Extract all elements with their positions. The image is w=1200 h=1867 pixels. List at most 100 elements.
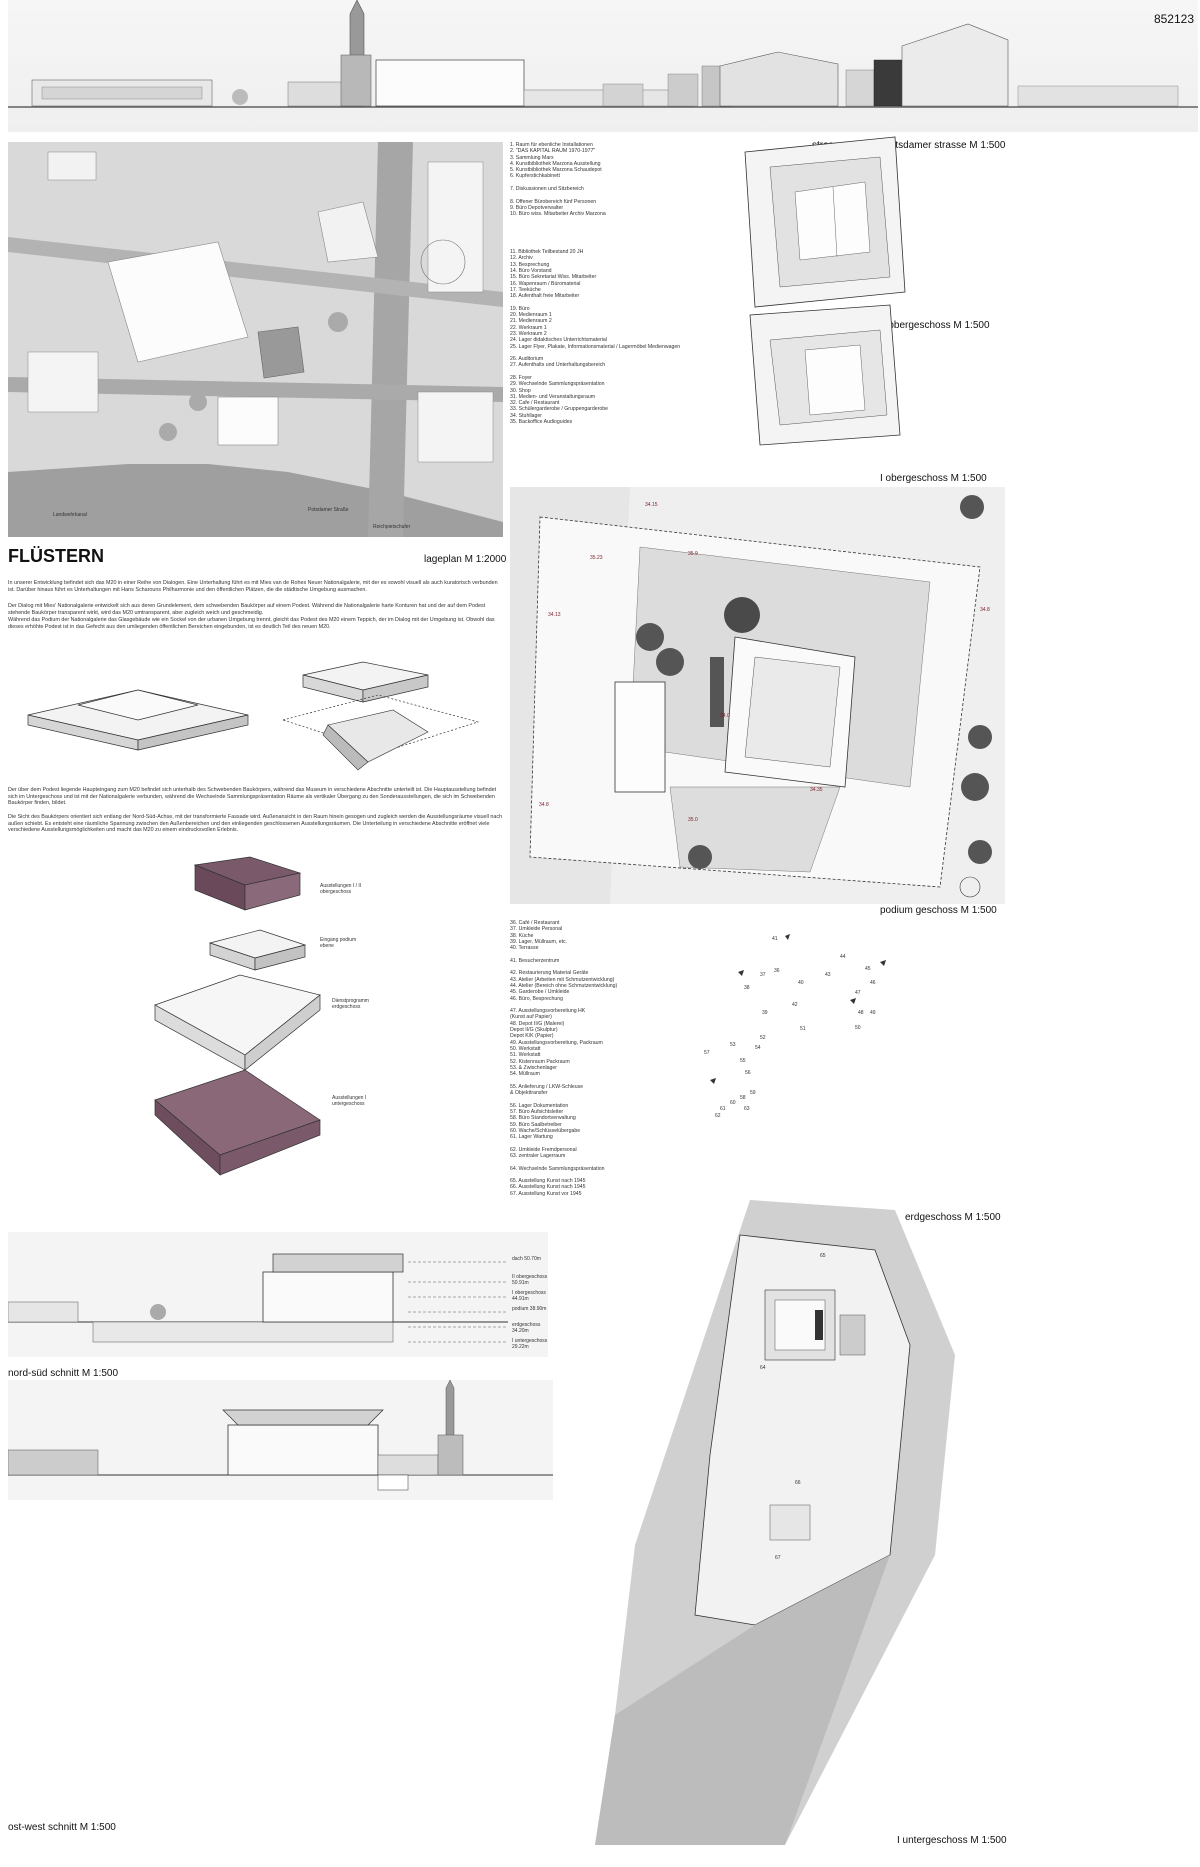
- legend-entry: 55. Anlieferung / LKW-Schleuse: [510, 1083, 584, 1090]
- legend-entry: 18. Aufenthalt freie Mitarbeiter: [510, 293, 580, 300]
- legend-entry: 11. Bibliothek Teilbestand 20 JH: [510, 249, 584, 256]
- elevation-drawing: [8, 0, 1198, 108]
- legend-entry: 67. Ausstellung Kunst vor 1945: [510, 1190, 582, 1197]
- site-plan-drawing: [8, 142, 503, 537]
- legend-entry: 25. Lager Flyer, Plakate, Informationsma…: [510, 343, 681, 350]
- caption-podium: podium geschoss M 1:500: [880, 905, 997, 916]
- legend-entry: 59. Büro Saalbetreiber: [510, 1121, 562, 1128]
- caption-ug: I untergeschoss M 1:500: [897, 1835, 1007, 1846]
- legend-entry: 28. Foyer: [510, 374, 532, 381]
- ug-number: 64: [760, 1365, 766, 1371]
- podium-height-1: 34.15: [645, 502, 658, 508]
- eg-number: 50: [855, 1025, 861, 1031]
- legend-entry: 48. Depot II/G (Malerei): [510, 1020, 565, 1027]
- legend-entry: 5. Kunstbibliothek Marzona Schaudepot: [510, 167, 602, 174]
- intro-paragraph-2: Der Dialog mit Mies' Nationalgalerie ent…: [8, 603, 486, 616]
- eg-number: 39: [762, 1010, 768, 1016]
- site-plan: Potsdamer Straße Landwehrkanal Reichpiet…: [8, 142, 503, 537]
- legend-entry: 41. Besucherzentrum: [510, 957, 560, 964]
- legend-entry: 22. Werkraum 1: [510, 324, 547, 331]
- legend-entry: 52. Kistenraum Packraum: [510, 1058, 570, 1065]
- exploded-drawing: [154, 856, 321, 1176]
- eg-number: 43: [825, 972, 831, 978]
- eg-number: 45: [865, 966, 871, 972]
- ug-drawing: [595, 1200, 955, 1845]
- legend-entry: 62. Umkleide Fremdpersonal: [510, 1146, 577, 1153]
- legend-entry: 7. Diskussionen und Sitzbereich: [510, 186, 584, 193]
- street-elevation: 852123: [8, 0, 1198, 132]
- eg-number: 55: [740, 1058, 746, 1064]
- legend-entry: 44. Atelier (Bereich ohne Schmutzentwick…: [510, 982, 618, 989]
- eg-number: 56: [745, 1070, 751, 1076]
- eg-number: 58: [740, 1095, 746, 1101]
- og2-drawing: [744, 136, 906, 308]
- ug-number: 67: [775, 1555, 781, 1561]
- legend-entry: 12. Archiv: [510, 255, 533, 262]
- legend-entry: 49. Ausstellungsvorbereitung, Packraum: [510, 1039, 603, 1046]
- legend-entry: 26. Auditorium: [510, 356, 544, 363]
- exploded-label-eg: Dienstprogramm erdgeschoss: [332, 998, 369, 1010]
- eg-number: 61: [720, 1106, 726, 1112]
- legend-entry: 56. Lager Dokumentation: [510, 1102, 569, 1109]
- podium-height-8: 35.0: [688, 817, 698, 823]
- legend-entry: 13. Besprechung: [510, 261, 550, 268]
- podium-drawing: [510, 487, 1005, 904]
- legend-entry: 2. "DAS KAPITAL RAUM 1970-1977": [510, 148, 596, 155]
- eg-number: 51: [800, 1026, 806, 1032]
- legend-entry: 43. Atelier (Arbeiten mit Schmutzentwick…: [510, 976, 615, 983]
- caption-ow: ost-west schnitt M 1:500: [8, 1822, 116, 1833]
- exploded-axonometric: Ausstellungen I / II obergeschoss Eingan…: [150, 855, 510, 1195]
- legend-entry: 19. Büro: [510, 305, 530, 312]
- legend-entry: 9. Büro Depotverwalter: [510, 204, 564, 211]
- legend-entry: 23. Werkraum 2: [510, 330, 547, 337]
- podium-height-5: 34.0: [720, 713, 730, 719]
- legend-entry: 54. Müllraum: [510, 1071, 540, 1078]
- podium-height-4: 34.13: [548, 612, 561, 618]
- legend-entry: 16. Wapenraum / Büromaterial: [510, 280, 581, 287]
- legend-entry: 36. Café / Restaurant: [510, 920, 560, 926]
- level-og2: II obergeschoss 50.91m: [512, 1274, 548, 1286]
- legend-entry: 14. Büro Vorstand: [510, 267, 552, 274]
- legend-entry: Depot K/K (Papier): [510, 1033, 554, 1040]
- plan-og2: [725, 132, 925, 312]
- caption-og2: II obergeschoss M 1:500: [880, 320, 990, 331]
- legend-entry: 20. Medienraum 1: [510, 312, 552, 319]
- level-eg: erdgeschoss 34.20m: [512, 1322, 541, 1334]
- eg-number: 62: [715, 1113, 721, 1119]
- competition-id: 852123: [1153, 12, 1194, 26]
- eg-number: 47: [855, 990, 861, 996]
- eg-number: 63: [744, 1106, 750, 1112]
- section-north-south: dach 50.70m II obergeschoss 50.91m I obe…: [8, 1232, 548, 1357]
- legend-entry: 31. Medien- und Veranstaltungsraum: [510, 393, 596, 400]
- body-paragraph-1: Der über dem Podest liegende Haupteingan…: [8, 787, 497, 807]
- legend-entry: 32. Cafe / Restaurant: [510, 400, 560, 407]
- body-paragraph-2: Die Sicht des Baukörpers orientiert sich…: [8, 814, 503, 834]
- eg-number: 59: [750, 1090, 756, 1096]
- podium-height-9: 34.35: [810, 787, 823, 793]
- eg-number: 60: [730, 1100, 736, 1106]
- level-og1: I obergeschoss 44.91m: [512, 1290, 546, 1302]
- eg-number: 53: [730, 1042, 736, 1048]
- legend-entry: 39. Lager, Müllraum, etc.: [510, 938, 568, 945]
- eg-number: 48: [858, 1010, 864, 1016]
- ow-drawing: [8, 1380, 553, 1491]
- eg-number: 38: [744, 985, 750, 991]
- eg-number: 36: [774, 968, 780, 974]
- legend-entry: 45. Garderobe / Umkleide: [510, 989, 570, 996]
- eg-number: 52: [760, 1035, 766, 1041]
- eg-number-arrows: [710, 934, 886, 1084]
- legend-entry: 33. Schülergarderobe / Gruppengarderobe: [510, 406, 609, 413]
- legend-entry: 24. Lager didaktisches Unterrichtsmateri…: [510, 337, 607, 344]
- legend-entry: (Kunst auf Papier): [510, 1014, 552, 1021]
- legend-entry: 61. Lager Wartung: [510, 1134, 553, 1141]
- legend-entry: 3. Sammlung Marx: [510, 154, 554, 161]
- eg-number: 49: [870, 1010, 876, 1016]
- legend-entry: 65. Ausstellung Kunst nach 1945: [510, 1178, 586, 1185]
- ug-number: 66: [795, 1480, 801, 1486]
- legend-entry: 34. Stuhllager: [510, 412, 543, 419]
- exploded-label-ug: Ausstellungen I untergeschoss: [332, 1095, 367, 1107]
- podium-height-2: 35.23: [590, 555, 603, 561]
- legend-entry: & Objekttransfer: [510, 1090, 548, 1097]
